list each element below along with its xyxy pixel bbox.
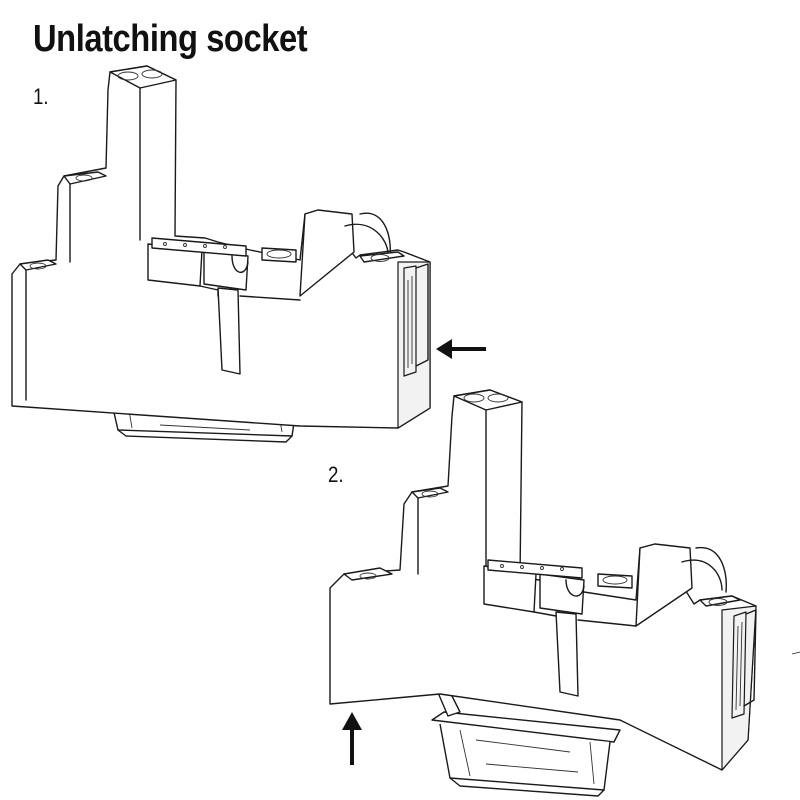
arrow-left-icon: [436, 339, 486, 359]
step-1-label: 1.: [33, 84, 49, 109]
page-title: Unlatching socket: [33, 18, 308, 60]
step-2-label: 2.: [328, 462, 344, 487]
din-rail-2: [431, 683, 621, 797]
arrow-up-icon: [342, 712, 362, 765]
socket-step-2: [329, 389, 800, 797]
socket-step-1: [11, 65, 431, 443]
